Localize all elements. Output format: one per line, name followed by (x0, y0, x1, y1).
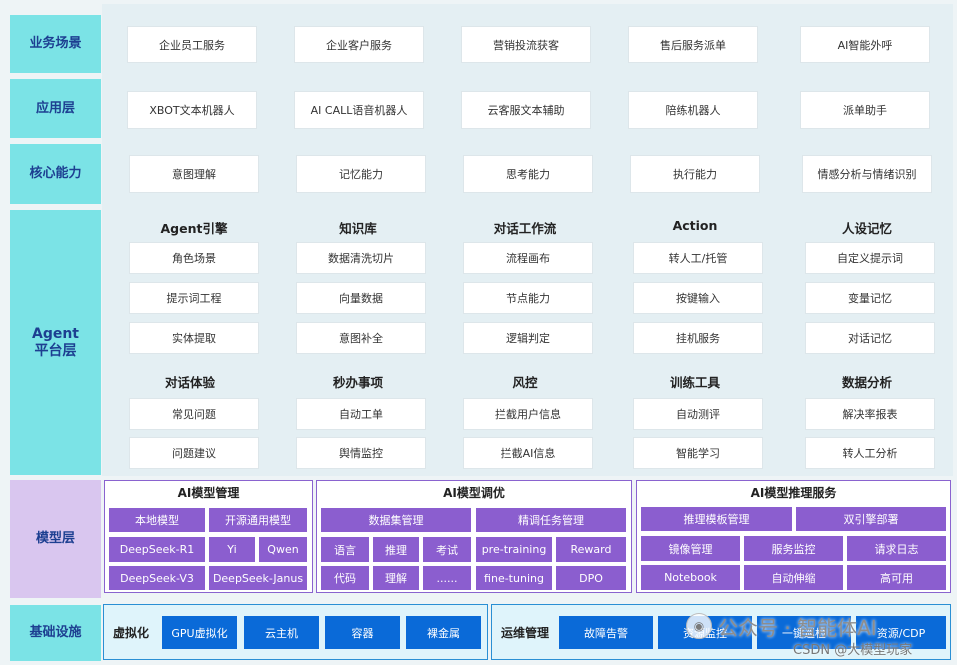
wechat-icon: ◉ (686, 613, 712, 639)
agent-item: 角色场景 (129, 242, 259, 274)
model-management-title: AI模型管理 (177, 486, 240, 500)
infra-virtualization-label: 虚拟化 (113, 626, 150, 640)
agent-item: 挂机服务 (633, 322, 763, 354)
model-item: pre-training (476, 537, 552, 562)
business-item: 企业员工服务 (127, 26, 257, 63)
agent-group-title: Agent引擎 (160, 221, 228, 236)
core-item: 思考能力 (463, 155, 593, 193)
agent-group-title: 对话工作流 (493, 221, 557, 236)
model-item: 推理 (373, 537, 419, 562)
agent-item: 智能学习 (633, 437, 763, 469)
agent-item: 意图补全 (296, 322, 426, 354)
agent-item: 常见问题 (129, 398, 259, 430)
model-inference-title: AI模型推理服务 (750, 486, 837, 500)
layer-label-business: 业务场景 (10, 15, 101, 73)
agent-item: 自动测评 (633, 398, 763, 430)
agent-item: 解决率报表 (805, 398, 935, 430)
agent-item: 自动工单 (296, 398, 426, 430)
agent-group-title: 知识库 (339, 221, 377, 236)
model-item: DeepSeek-Janus (209, 566, 307, 590)
agent-item: 转人工分析 (805, 437, 935, 469)
agent-item: 转人工/托管 (633, 242, 763, 274)
infra-item: 一键巡检 (757, 616, 851, 649)
agent-group-title: 秒办事项 (332, 375, 383, 390)
agent-group-title: 人设记忆 (841, 221, 892, 236)
agent-item: 问题建议 (129, 437, 259, 469)
watermark-csdn: CSDN @大模型玩家 (793, 643, 913, 658)
model-item: Notebook (641, 565, 740, 590)
layer-label-infra: 基础设施 (10, 605, 101, 661)
agent-group-title: 数据分析 (841, 375, 892, 390)
infra-item: GPU虚拟化 (162, 616, 237, 649)
agent-item: 向量数据 (296, 282, 426, 314)
application-item: XBOT文本机器人 (127, 91, 257, 129)
model-item: 语言 (321, 537, 369, 562)
agent-group-title: 对话体验 (164, 375, 215, 390)
model-item: 数据集管理 (321, 508, 471, 532)
layer-label-model: 模型层 (10, 480, 101, 598)
watermark-wechat: 公众号 · 智能体AI (718, 616, 877, 640)
infra-ops-label: 运维管理 (501, 626, 550, 640)
layer-label-agent: Agent 平台层 (10, 210, 101, 475)
model-item: DeepSeek-V3 (109, 566, 205, 590)
model-item: 本地模型 (109, 508, 205, 532)
layer-label-application: 应用层 (10, 79, 101, 138)
infra-item: 资源/CDP (856, 616, 946, 649)
model-item: 理解 (373, 566, 419, 590)
infra-item: 容器 (325, 616, 400, 649)
agent-group-title: 训练工具 (669, 375, 720, 390)
agent-item: 自定义提示词 (805, 242, 935, 274)
model-item: DPO (556, 566, 626, 590)
model-tuning-title: AI模型调优 (443, 486, 505, 500)
agent-item: 流程画布 (463, 242, 593, 274)
agent-group-title: Action (672, 218, 718, 233)
core-item: 执行能力 (630, 155, 760, 193)
infra-item: 裸金属 (406, 616, 481, 649)
model-item: 精调任务管理 (476, 508, 626, 532)
agent-item: 变量记忆 (805, 282, 935, 314)
business-item: AI智能外呼 (800, 26, 930, 63)
agent-group-title: 风控 (512, 375, 538, 390)
model-item: Yi (209, 537, 255, 562)
application-item: 派单助手 (800, 91, 930, 129)
layer-label-core: 核心能力 (10, 144, 101, 204)
core-item: 情感分析与情绪识别 (802, 155, 932, 193)
agent-item: 数据清洗切片 (296, 242, 426, 274)
model-item: Qwen (259, 537, 307, 562)
model-item: 自动伸缩 (744, 565, 843, 590)
model-item: 服务监控 (744, 536, 843, 561)
model-item: fine-tuning (476, 566, 552, 590)
agent-item: 拦截AI信息 (463, 437, 593, 469)
business-item: 营销投流获客 (461, 26, 591, 63)
model-item: 双引擎部署 (796, 507, 946, 531)
model-item: 请求日志 (847, 536, 946, 561)
model-item: DeepSeek-R1 (109, 537, 205, 562)
agent-item: 实体提取 (129, 322, 259, 354)
application-item: 云客服文本辅助 (461, 91, 591, 129)
model-item: 高可用 (847, 565, 946, 590)
agent-item: 节点能力 (463, 282, 593, 314)
agent-item: 逻辑判定 (463, 322, 593, 354)
model-item: Reward (556, 537, 626, 562)
application-item: AI CALL语音机器人 (294, 91, 424, 129)
infra-item: 故障告警 (559, 616, 653, 649)
business-item: 售后服务派单 (628, 26, 758, 63)
model-item: 开源通用模型 (209, 508, 307, 532)
model-item: 镜像管理 (641, 536, 740, 561)
model-item: 代码 (321, 566, 369, 590)
application-item: 陪练机器人 (628, 91, 758, 129)
agent-item: 拦截用户信息 (463, 398, 593, 430)
model-item: 推理模板管理 (641, 507, 792, 531)
agent-item: 提示词工程 (129, 282, 259, 314)
content-background (102, 4, 953, 476)
business-item: 企业客户服务 (294, 26, 424, 63)
agent-item: 舆情监控 (296, 437, 426, 469)
agent-item: 对话记忆 (805, 322, 935, 354)
core-item: 记忆能力 (296, 155, 426, 193)
infra-item: 云主机 (244, 616, 319, 649)
model-item: ...... (423, 566, 471, 590)
model-item: 考试 (423, 537, 471, 562)
agent-item: 按键输入 (633, 282, 763, 314)
core-item: 意图理解 (129, 155, 259, 193)
